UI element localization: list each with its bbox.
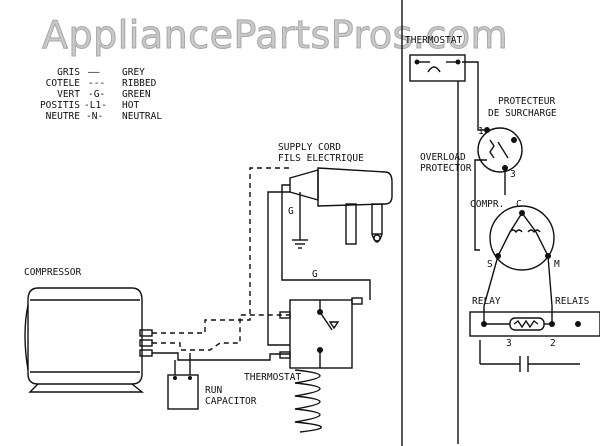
relay-pin-3: 3 bbox=[506, 338, 512, 349]
legend-en-3: HOT bbox=[122, 100, 139, 111]
legend-fr-0: GRIS bbox=[57, 67, 80, 78]
legend: GRIS —— GREY COTELE --- RIBBED VERT -G- … bbox=[40, 67, 162, 122]
legend-en-1: RIBBED bbox=[122, 78, 157, 89]
overload-label-2: PROTECTOR bbox=[420, 163, 472, 174]
run-capacitor-label-2: CAPACITOR bbox=[205, 396, 257, 407]
compressor-wiring bbox=[152, 167, 290, 375]
supply-cord-label: SUPPLY CORD bbox=[278, 142, 341, 153]
legend-en-2: GREEN bbox=[122, 89, 151, 100]
right-wiring bbox=[457, 61, 580, 444]
ground-label-1: G bbox=[288, 206, 294, 217]
thermostat-bulb-coil bbox=[294, 369, 322, 433]
thermostat-top-box bbox=[409, 54, 466, 82]
protector-pin-1: 1 bbox=[478, 126, 484, 137]
terminal-c-label: C bbox=[516, 199, 522, 210]
protector-pin-3: 3 bbox=[510, 169, 516, 180]
legend-fr-2: VERT bbox=[57, 89, 80, 100]
legend-fr-1: COTELE bbox=[46, 78, 81, 89]
terminal-m-label: M bbox=[554, 259, 560, 270]
legend-sym-4: -N- bbox=[86, 111, 103, 122]
supply-cord-label-fr: FILS ELECTRIQUE bbox=[278, 153, 364, 164]
relais-label: RELAIS bbox=[555, 296, 590, 307]
supply-plug bbox=[289, 167, 393, 245]
legend-en-4: NEUTRAL bbox=[122, 111, 162, 122]
relay-pin-2: 2 bbox=[550, 338, 556, 349]
relay-label: RELAY bbox=[472, 296, 501, 307]
compr-label: COMPR. bbox=[470, 199, 504, 210]
run-capacitor bbox=[167, 374, 199, 410]
legend-sym-0: —— bbox=[88, 67, 100, 78]
protecteur-label-1: PROTECTEUR bbox=[498, 96, 555, 107]
legend-sym-3: -L1- bbox=[84, 100, 107, 111]
terminal-s-label: S bbox=[487, 259, 493, 270]
watermark-text: AppliancePartsPros.com bbox=[42, 13, 508, 57]
overload-label-1: OVERLOAD bbox=[420, 152, 466, 163]
compressor-label: COMPRESSOR bbox=[24, 267, 81, 278]
legend-fr-3: POSITIS bbox=[40, 100, 80, 111]
legend-sym-1: --- bbox=[88, 78, 105, 89]
thermostat-bottom-label: THERMOSTAT bbox=[244, 372, 301, 383]
legend-sym-2: -G- bbox=[88, 89, 105, 100]
relay-box bbox=[469, 311, 600, 337]
thermostat-top-label: THERMOSTAT bbox=[405, 35, 462, 46]
cord-wires bbox=[267, 184, 371, 346]
legend-fr-4: NEUTRE bbox=[46, 111, 81, 122]
thermostat-box bbox=[279, 297, 363, 369]
overload-protector bbox=[477, 127, 523, 173]
run-capacitor-label-1: RUN bbox=[205, 385, 222, 396]
compressor-motor bbox=[489, 205, 555, 271]
compressor-body bbox=[24, 287, 153, 393]
legend-en-0: GREY bbox=[122, 67, 145, 78]
ground-label-2: G bbox=[312, 269, 318, 280]
protecteur-label-2: DE SURCHARGE bbox=[488, 108, 557, 119]
